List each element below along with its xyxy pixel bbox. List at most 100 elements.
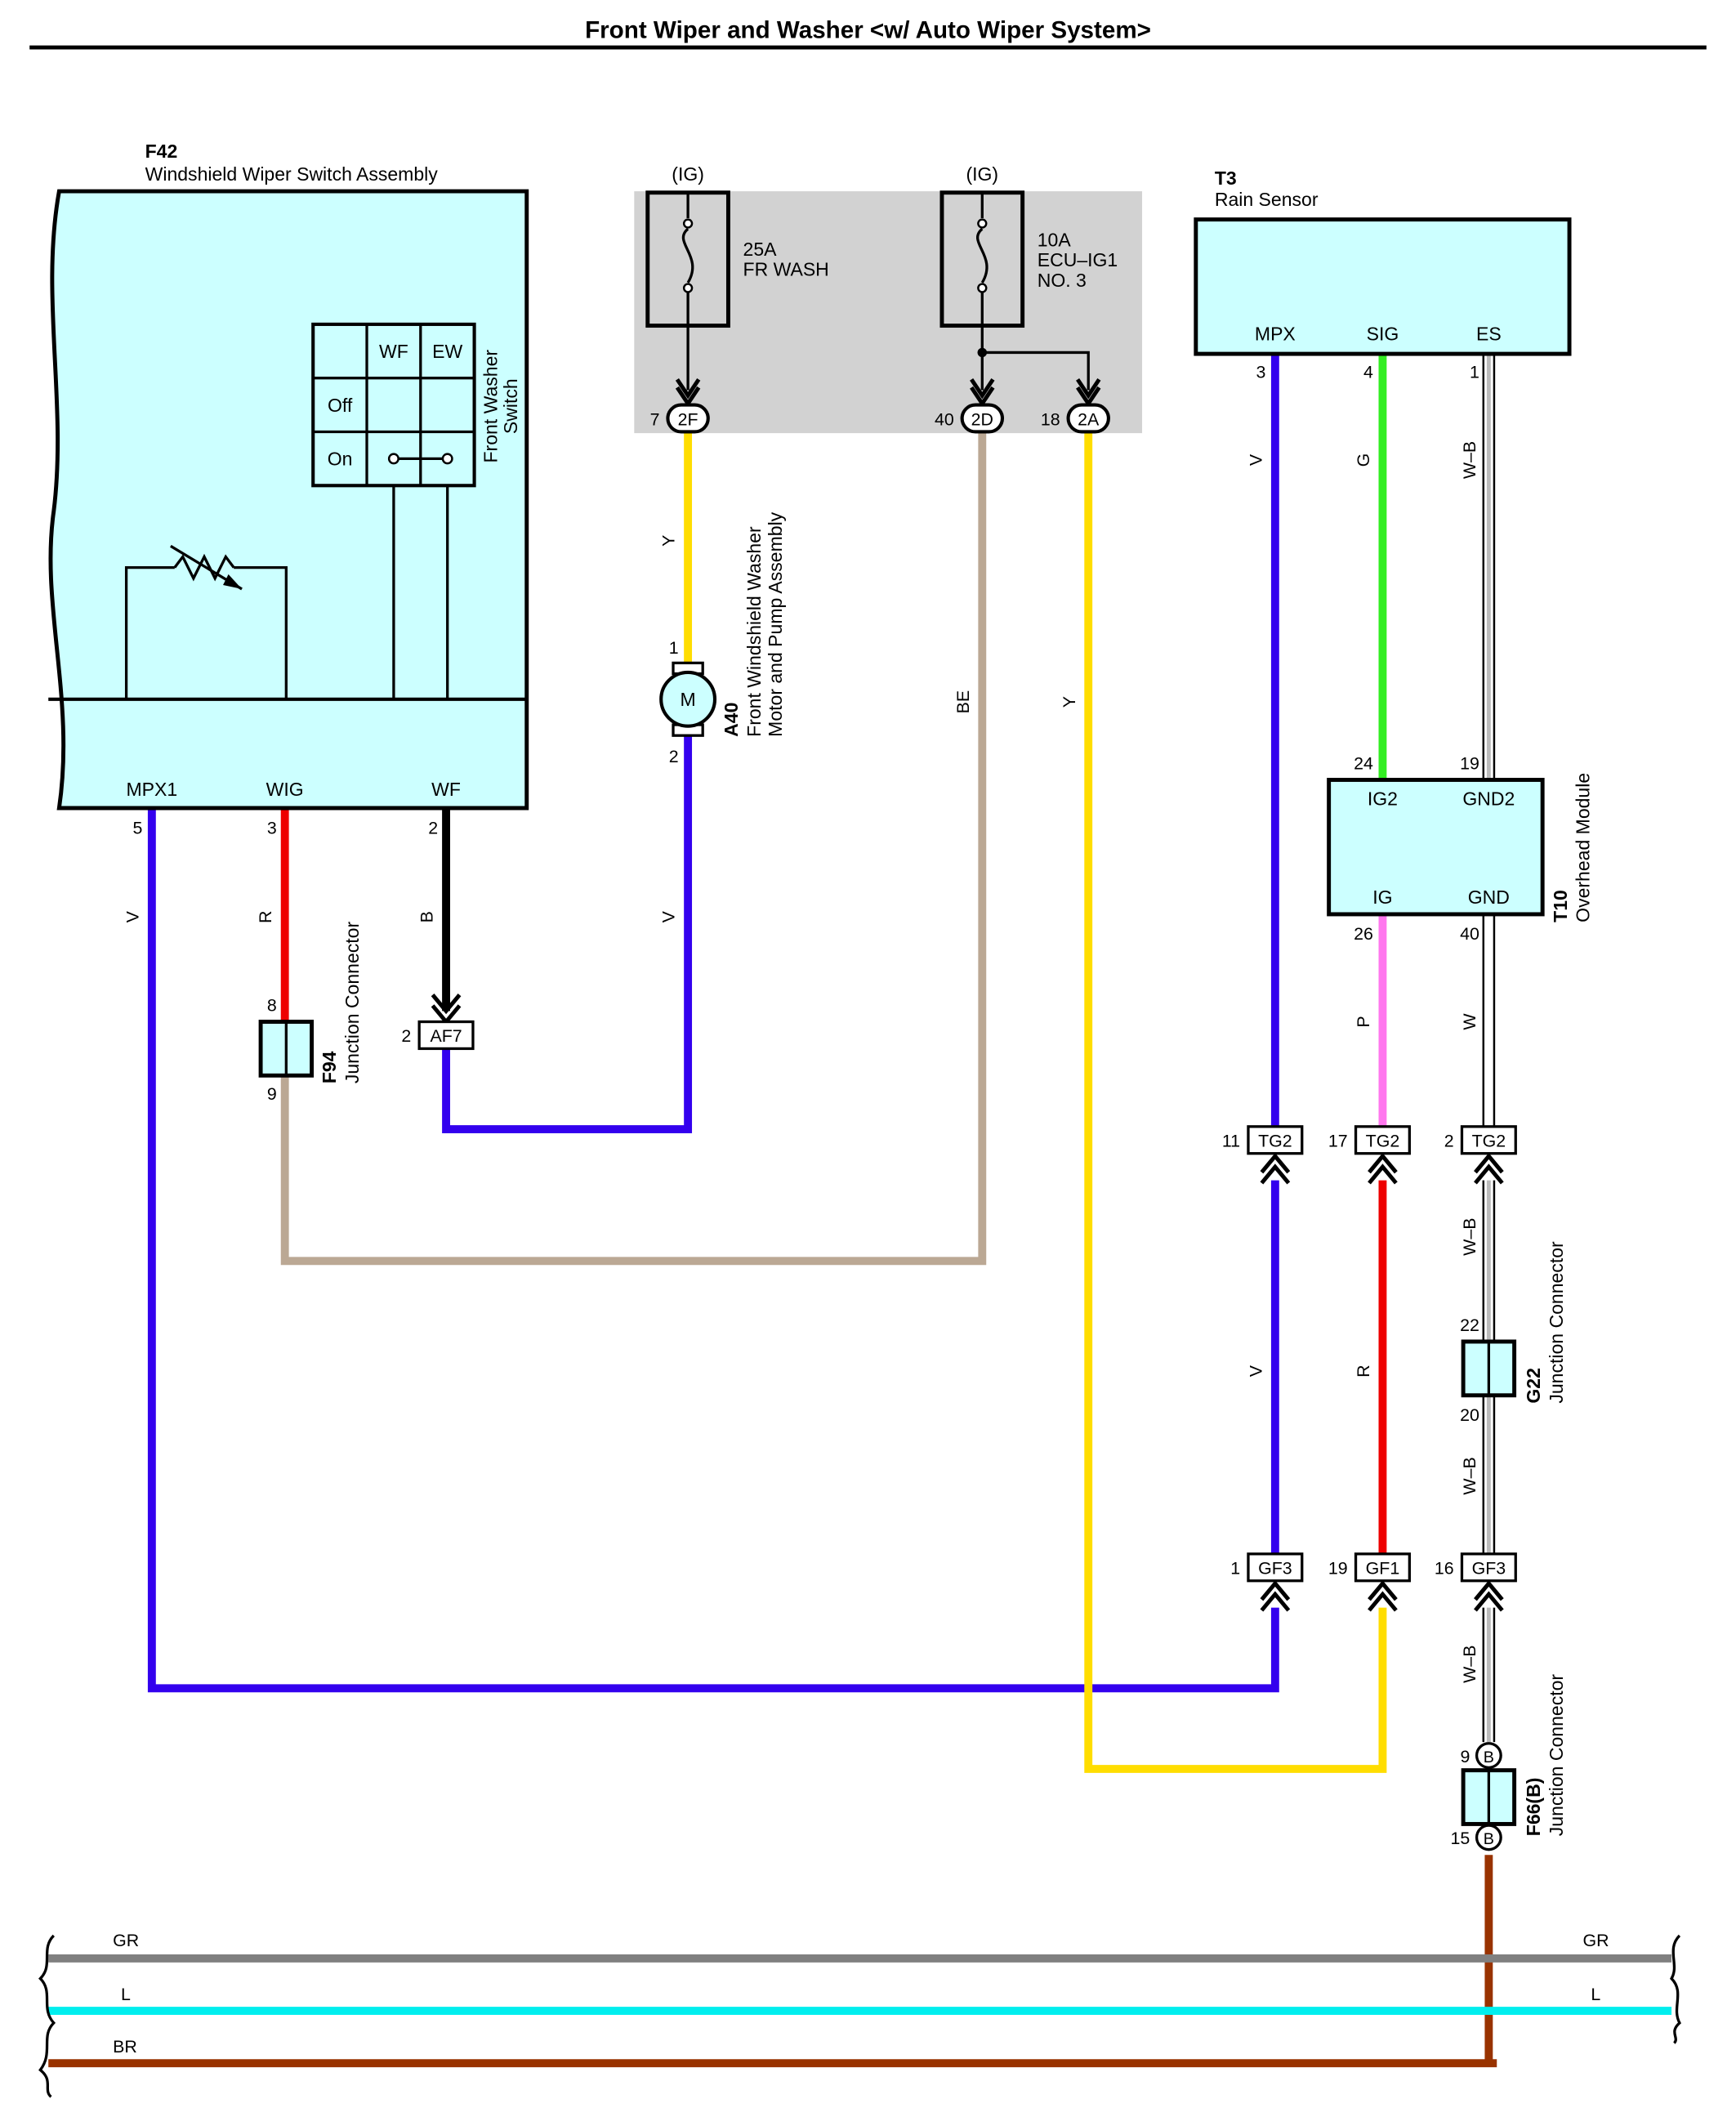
g22-pin-bottom: 20 — [1460, 1405, 1479, 1425]
t10-body — [1327, 778, 1545, 917]
t3-rain-sensor: T3 Rain Sensor MPX SIG ES 3 4 1 — [1194, 167, 1572, 382]
wire-v-mpx1 — [147, 808, 1279, 1693]
wire-label-t10-ig: P — [1354, 1016, 1373, 1027]
fuse-connector-2d-pin: 40 — [935, 409, 954, 429]
fuse-connector-2a: 2A 18 — [1041, 403, 1110, 434]
t3-pin-es-num: 1 — [1470, 363, 1479, 382]
fuse-fr-wash: (IG) 25A FR WASH — [645, 163, 829, 408]
f66-junction-connector: B B 9 15 F66(B) Junction Connector — [1451, 1674, 1567, 1851]
wire-wb-g22-gf3 — [1482, 1395, 1496, 1554]
tg2-connector-wb: TG2 2 — [1444, 1125, 1517, 1185]
motor-label: M — [681, 689, 696, 710]
a40-washer-motor: M 1 2 A40 Front Windshield Washer Motor … — [659, 511, 786, 766]
a40-code: A40 — [721, 703, 742, 737]
g22-name: Junction Connector — [1546, 1241, 1567, 1404]
washer-switch-title-1: Front Washer — [480, 350, 502, 463]
t3-pin-mpx-num: 3 — [1256, 363, 1265, 382]
wire-label-g22-wb: W–B — [1460, 1457, 1479, 1494]
washer-switch-row-on: On — [328, 449, 353, 470]
wire-label-wig: R — [256, 911, 275, 923]
fuse-1-rating: 25A — [743, 239, 778, 260]
wire-label-t3-sig: G — [1354, 453, 1373, 467]
a40-name-1: Front Windshield Washer — [743, 526, 765, 737]
f94-pin-top: 8 — [267, 995, 277, 1015]
wire-label-tg2-r: R — [1354, 1364, 1373, 1377]
f66-badge-top-text: B — [1484, 1748, 1494, 1766]
wire-label-a40-bottom: V — [659, 910, 679, 922]
f66-badge-bottom-text: B — [1484, 1830, 1494, 1848]
bus-break-left — [38, 1934, 56, 2098]
wire-be-f94-2d — [280, 433, 987, 1266]
fuse-1-supply: (IG) — [672, 163, 704, 185]
f66-pin-top: 9 — [1460, 1747, 1470, 1766]
t10-pin-ig2-name: IG2 — [1368, 788, 1398, 810]
bus-label-l-left: L — [121, 1985, 131, 2004]
fuse-block-bg — [634, 191, 1143, 434]
fuse-2-name2: NO. 3 — [1038, 270, 1087, 291]
tg2-wb-pin: 2 — [1444, 1131, 1454, 1150]
tg2-connector-v: TG2 11 — [1222, 1125, 1304, 1185]
t10-pin-gnd-name: GND — [1468, 887, 1510, 908]
t3-body — [1194, 217, 1572, 356]
t3-name: Rain Sensor — [1215, 189, 1319, 210]
washer-switch-title-2: Switch — [500, 378, 521, 434]
bus-label-gr-right: GR — [1583, 1931, 1609, 1950]
fuse-connector-2d-label: 2D — [971, 409, 993, 429]
f42-intermittent-resistor — [124, 544, 288, 699]
fuse-2-rating: 10A — [1038, 230, 1072, 251]
t10-pin-gnd2-name: GND2 — [1462, 788, 1515, 810]
f66-code: F66(B) — [1523, 1778, 1544, 1837]
tg2-connectors: TG2 11 TG2 17 TG2 2 — [1222, 1125, 1517, 1185]
g22-code: G22 — [1523, 1368, 1544, 1404]
bus-label-br-left: BR — [113, 2037, 137, 2057]
t10-pin-gnd-num: 40 — [1460, 924, 1479, 944]
gf3-connector-v: GF3 1 — [1230, 1552, 1304, 1612]
tg2-wb-label: TG2 — [1472, 1131, 1506, 1150]
gf3-connector-wb: GF3 16 — [1435, 1552, 1517, 1612]
t10-overhead-module: IG2 GND2 IG GND 24 19 26 40 T10 Overhead… — [1327, 753, 1594, 944]
washer-switch-row-off: Off — [328, 395, 353, 416]
f66-pin-bottom: 15 — [1451, 1829, 1470, 1848]
f66-badge-top — [1475, 1742, 1502, 1769]
a40-pin-top: 1 — [669, 638, 679, 658]
gf3-wb-label: GF3 — [1472, 1559, 1506, 1579]
washer-switch-col-ew: EW — [432, 341, 462, 362]
fuse-connector-2f-pin: 7 — [650, 409, 660, 429]
t3-pin-sig-num: 4 — [1363, 363, 1373, 382]
t10-code: T10 — [1550, 890, 1571, 922]
gf1-r-pin: 19 — [1328, 1559, 1348, 1579]
tg2-r-label: TG2 — [1366, 1131, 1400, 1150]
fuse-connector-2a-pin: 18 — [1041, 409, 1060, 429]
tg2-v-pin: 11 — [1222, 1131, 1240, 1150]
t10-pin-gnd2-num: 19 — [1460, 753, 1479, 773]
wire-label-t3-mpx: V — [1246, 453, 1265, 466]
bus-label-gr-left: GR — [113, 1931, 139, 1950]
wire-label-gf3-wb: W–B — [1460, 1646, 1479, 1683]
fuse-connector-2a-label: 2A — [1078, 409, 1100, 429]
wire-v-af7-motor — [442, 732, 693, 1134]
f42-pin-mpx1-num: 5 — [132, 818, 142, 837]
bus-break-right — [1669, 1934, 1681, 2044]
tg2-connector-r: TG2 17 — [1328, 1125, 1411, 1185]
f42-pin-wf-num: 2 — [428, 818, 438, 837]
wire-label-tg2-v: V — [1246, 1364, 1265, 1377]
motor-symbol — [659, 670, 717, 728]
wire-label-a40-top: Y — [659, 535, 679, 547]
wire-label-tg2-wb: W–B — [1460, 1218, 1479, 1256]
f42-code: F42 — [145, 141, 178, 162]
fuse-connector-2d: 2D 40 — [935, 403, 1005, 434]
g22-junction-connector: 22 20 G22 Junction Connector — [1460, 1241, 1567, 1425]
fuse-2-supply: (IG) — [966, 163, 998, 185]
wires-white — [1482, 355, 1496, 1743]
t10-pin-ig-num: 26 — [1354, 924, 1373, 944]
wire-wb-tg2-g22 — [1482, 1180, 1496, 1342]
t10-pin-ig2-num: 24 — [1354, 753, 1373, 773]
t10-name: Overhead Module — [1573, 773, 1594, 922]
fuse-ecu-ig1: (IG) 10A ECU–IG1 NO. 3 — [939, 163, 1118, 408]
f66-name: Junction Connector — [1546, 1674, 1567, 1837]
fuse-block: (IG) 25A FR WASH (IG) 10A ECU–IG1 — [634, 163, 1143, 434]
gf3-v-label: GF3 — [1258, 1559, 1292, 1579]
t3-code: T3 — [1215, 167, 1237, 189]
washer-contact-wf — [387, 453, 399, 465]
